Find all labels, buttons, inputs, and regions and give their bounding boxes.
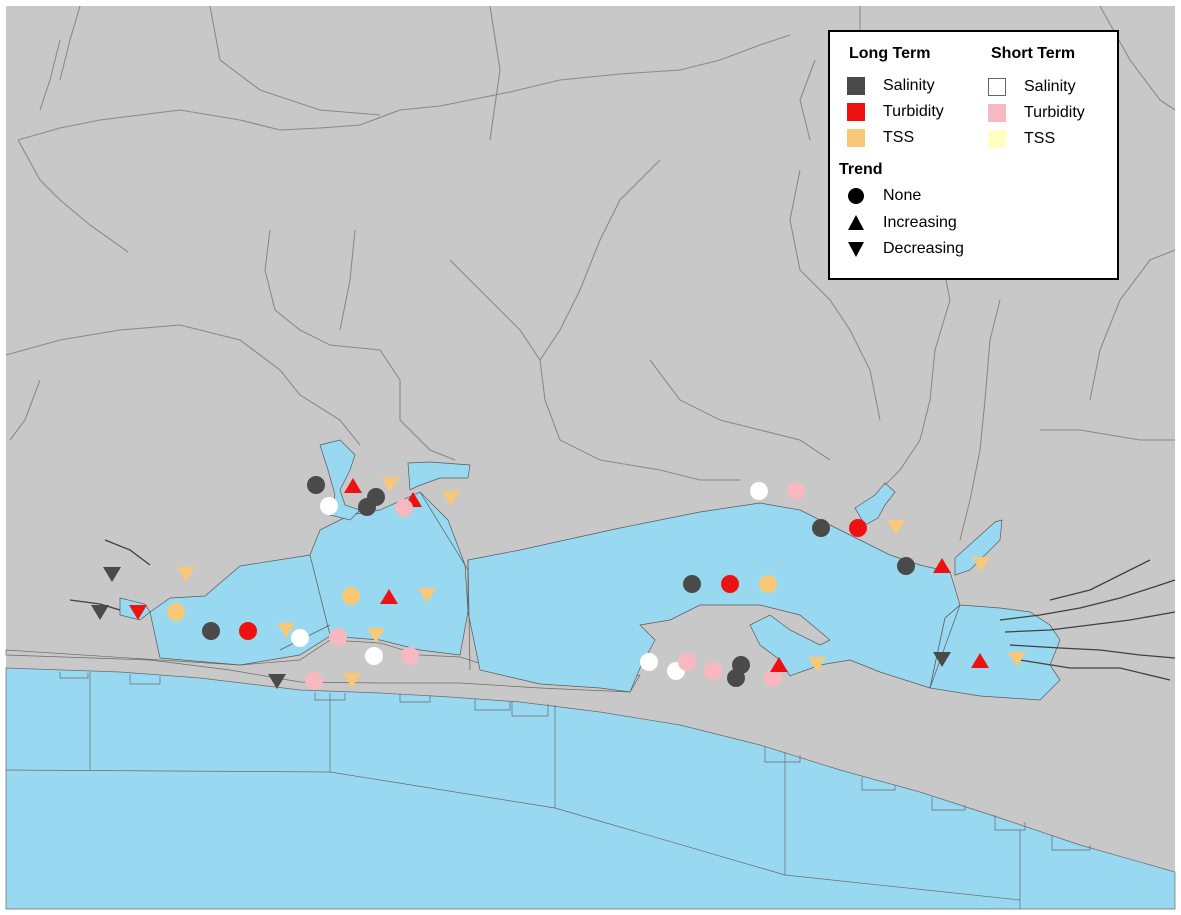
station-marker-turbidity-short-none — [395, 499, 413, 517]
station-marker-turbidity-long-none — [239, 622, 257, 640]
station-marker-turbidity-short-none — [329, 628, 347, 646]
station-marker-turbidity-short-none — [305, 672, 323, 690]
station-marker-tss-long-decreasing — [972, 557, 990, 572]
station-marker-salinity-long-none — [727, 669, 745, 687]
station-marker-turbidity-short-none — [704, 662, 722, 680]
station-marker-salinity-long-decreasing — [91, 605, 109, 620]
station-marker-turbidity-long-decreasing — [129, 605, 147, 620]
station-marker-salinity-short-none — [320, 497, 338, 515]
swatch-long-tss — [847, 129, 865, 147]
legend-short-tss-label: TSS — [1024, 130, 1056, 147]
station-marker-tss-long-none — [759, 575, 777, 593]
triangle-up-icon — [848, 215, 864, 230]
estuary-water — [119, 439, 1061, 701]
station-marker-salinity-short-none — [291, 629, 309, 647]
station-marker-turbidity-short-none — [764, 669, 782, 687]
delta-channels — [69, 539, 1176, 681]
legend-short-term-title: Short Term — [991, 45, 1076, 62]
station-marker-turbidity-short-none — [787, 482, 805, 500]
swatch-short-turbidity — [988, 104, 1006, 122]
station-marker-salinity-short-none — [365, 647, 383, 665]
station-marker-salinity-long-none — [202, 622, 220, 640]
swatch-short-tss — [988, 130, 1006, 148]
station-marker-salinity-long-none — [683, 575, 701, 593]
legend-short-turbidity-label: Turbidity — [1024, 104, 1085, 121]
stations-layer — [91, 476, 1026, 690]
station-marker-turbidity-long-increasing — [344, 478, 362, 493]
station-marker-salinity-short-none — [750, 482, 768, 500]
legend-trend-title: Trend — [839, 161, 883, 178]
station-marker-tss-long-decreasing — [343, 673, 361, 688]
station-marker-tss-long-decreasing — [808, 657, 826, 672]
station-marker-salinity-long-decreasing — [268, 674, 286, 689]
station-marker-salinity-long-decreasing — [103, 567, 121, 582]
swatch-long-salinity — [847, 77, 865, 95]
station-marker-tss-long-decreasing — [367, 628, 385, 643]
legend-long-tss-label: TSS — [883, 129, 915, 146]
legend: Long Term Short Term Salinity Turbidity … — [828, 30, 1119, 280]
station-marker-tss-long-decreasing — [277, 623, 295, 638]
station-marker-turbidity-short-none — [678, 653, 696, 671]
legend-short-salinity-label: Salinity — [1024, 78, 1076, 95]
station-marker-salinity-long-decreasing — [933, 652, 951, 667]
station-marker-turbidity-long-increasing — [933, 558, 951, 573]
legend-long-salinity-label: Salinity — [883, 77, 935, 94]
station-marker-tss-long-decreasing — [177, 567, 195, 582]
station-marker-tss-long-decreasing — [1008, 652, 1026, 667]
legend-long-turbidity-label: Turbidity — [883, 103, 944, 120]
station-marker-tss-long-none — [342, 587, 360, 605]
swatch-short-salinity — [988, 78, 1006, 96]
legend-trend-none-label: None — [883, 187, 922, 204]
triangle-down-icon — [848, 242, 864, 257]
offshore-grid — [5, 672, 1091, 909]
station-marker-tss-long-decreasing — [418, 588, 436, 603]
station-marker-turbidity-long-increasing — [380, 589, 398, 604]
legend-trend-decreasing-label: Decreasing — [883, 240, 964, 257]
station-marker-salinity-long-none — [897, 557, 915, 575]
station-marker-turbidity-long-increasing — [770, 657, 788, 672]
station-marker-tss-long-decreasing — [381, 477, 399, 492]
swatch-long-turbidity — [847, 103, 865, 121]
station-marker-salinity-long-none — [812, 519, 830, 537]
gulf-water — [5, 667, 1176, 910]
station-marker-tss-long-decreasing — [442, 491, 460, 506]
legend-trend-increasing-label: Increasing — [883, 214, 957, 231]
station-marker-tss-long-none — [167, 603, 185, 621]
station-marker-turbidity-long-none — [721, 575, 739, 593]
station-marker-turbidity-long-increasing — [971, 653, 989, 668]
station-marker-turbidity-short-none — [401, 647, 419, 665]
station-marker-tss-long-decreasing — [887, 520, 905, 535]
station-marker-turbidity-long-none — [849, 519, 867, 537]
station-marker-salinity-short-none — [640, 653, 658, 671]
legend-long-term-title: Long Term — [849, 45, 931, 62]
station-marker-salinity-long-none — [307, 476, 325, 494]
circle-icon — [848, 188, 864, 204]
station-marker-salinity-long-none — [358, 498, 376, 516]
